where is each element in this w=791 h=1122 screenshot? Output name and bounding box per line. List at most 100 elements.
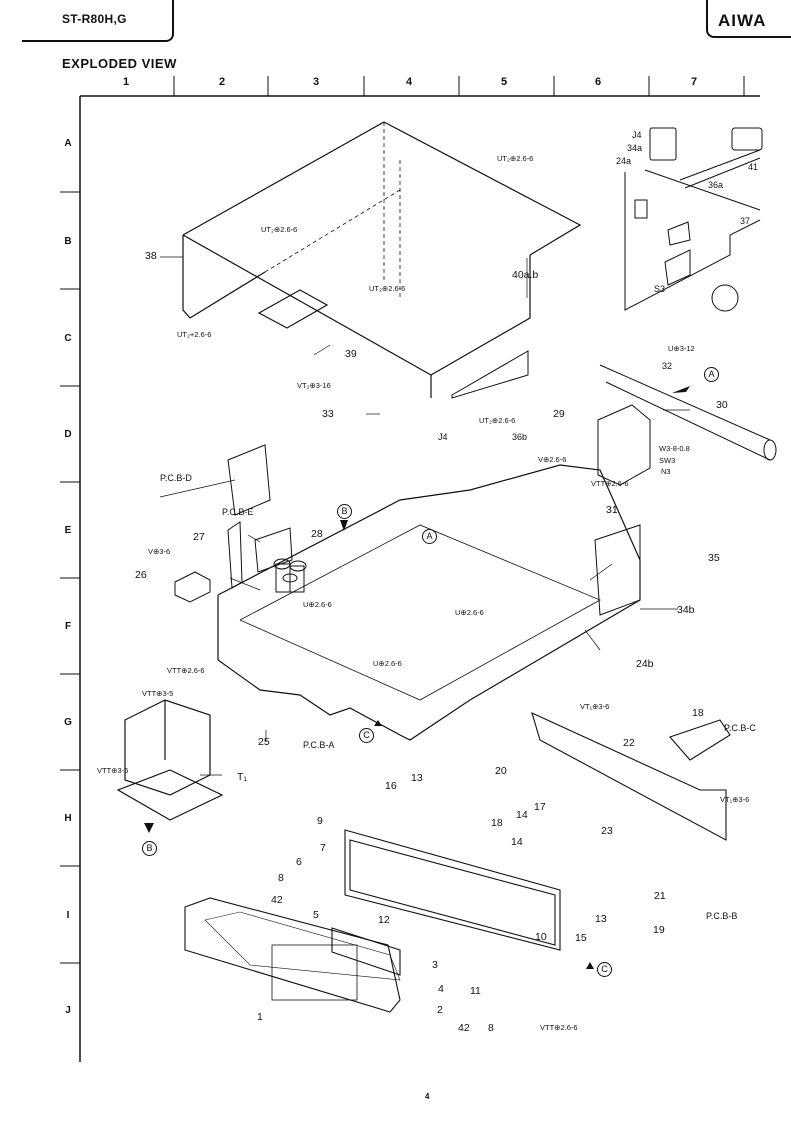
callout-14-right: 14 (516, 809, 528, 821)
arrow-b-top (340, 520, 348, 531)
callout-1: 1 (257, 1011, 263, 1023)
callout-13-left: 13 (411, 772, 423, 784)
bracket-29-and-shaft-30 (597, 364, 777, 486)
screw-spec-10: V⊕3-6 (148, 547, 171, 556)
transformer-t1 (116, 699, 224, 821)
callout-21: 21 (654, 890, 666, 902)
brand-tab: AIWA (706, 0, 791, 38)
callout-34b: 34b (677, 604, 695, 616)
callout-9: 9 (317, 815, 323, 827)
callout-37: 37 (740, 216, 751, 226)
part-26 (174, 571, 211, 603)
callout-26: 26 (135, 569, 147, 581)
callout-28: 28 (311, 528, 323, 540)
screw-spec-15: U⊕2.6-6 (373, 659, 402, 668)
callout-5: 5 (313, 909, 319, 921)
callout-36a: 36a (708, 180, 724, 190)
column-dividers (173, 76, 745, 96)
capacitors (273, 558, 307, 593)
callout-27: 27 (193, 531, 205, 543)
arrow-c-top (374, 720, 382, 726)
callout-15: 15 (575, 932, 587, 944)
callout-29: 29 (553, 408, 565, 420)
callout-42-right: 42 (458, 1022, 470, 1034)
callout-40ab: 40a.b (512, 269, 539, 281)
grid-col-6: 6 (594, 76, 602, 88)
callout-pcb-b: P.C.B-B (706, 911, 738, 921)
pcb-d (227, 444, 271, 516)
callout-42-left: 42 (271, 894, 283, 906)
callout-8-right: 8 (488, 1022, 494, 1034)
callout-j4-mid: J4 (438, 432, 448, 442)
callout-nut-n3: N3 (661, 467, 671, 476)
callout-7: 7 (320, 842, 326, 854)
grid-col-1: 1 (122, 76, 130, 88)
callout-34a: 34a (627, 143, 643, 153)
screw-spec-17: VT₁⊕3-6 (580, 702, 610, 711)
callout-pcb-a: P.C.B-A (303, 740, 335, 750)
callout-pcb-e: P.C.B-E (222, 507, 254, 517)
screw-spec-11: U⊕2.6-6 (303, 600, 332, 609)
grid-col-3: 3 (312, 76, 320, 88)
callout-pcb-d: P.C.B-D (160, 473, 192, 483)
screw-spec-3: UT₂⊕2.6-6 (369, 284, 406, 293)
page-number: 4 (425, 1092, 430, 1101)
callout-16: 16 (385, 780, 397, 792)
pcb-b-assembly (531, 711, 731, 841)
rear-panel-24a (624, 149, 761, 311)
marker-a-right: A (704, 367, 719, 382)
callout-s3: S3 (654, 284, 666, 294)
callout-30: 30 (716, 399, 728, 411)
callout-19: 19 (653, 924, 665, 936)
callout-31: 31 (606, 504, 618, 516)
callout-39: 39 (345, 348, 357, 360)
grid-col-2: 2 (218, 76, 226, 88)
grid-row-j: J (65, 1005, 71, 1016)
ac-socket-j4-top (649, 127, 677, 161)
marker-a-center: A (422, 529, 437, 544)
callout-38: 38 (145, 250, 157, 262)
callout-8-left: 8 (278, 872, 284, 884)
marker-c-top: C (359, 728, 374, 743)
marker-b-bottom: B (142, 841, 157, 856)
pcb-e (254, 527, 293, 573)
callout-t1: T₁ (237, 771, 247, 783)
callout-washer-w3: W3-8-0.8 (659, 444, 690, 453)
callout-3: 3 (432, 959, 438, 971)
screw-spec-6: VT₂⊕3-16 (297, 381, 331, 390)
callout-6: 6 (296, 856, 302, 868)
screw-spec-19: VTT⊕2.6-6 (540, 1023, 578, 1032)
callout-24a: 24a (616, 156, 632, 166)
cabinet-part-38 (182, 121, 582, 399)
arrow-b-bottom (144, 823, 154, 833)
arrow-c-bottom (586, 962, 594, 969)
callout-j4-top: J4 (632, 130, 642, 140)
callout-20: 20 (495, 765, 507, 777)
grid-row-f: F (64, 621, 72, 632)
screw-spec-14: VTT⊕3-5 (142, 689, 174, 698)
screw-spec-8: V⊕2.6-6 (538, 455, 567, 464)
grid-row-a: A (64, 138, 72, 149)
grid-row-d: D (64, 429, 72, 440)
callout-spring-washer-sw3: SW3 (659, 456, 676, 465)
callout-22: 22 (623, 737, 635, 749)
screw-spec-7: UT₂⊕2.6-6 (479, 416, 516, 425)
grid-row-b: B (64, 236, 72, 247)
chassis-pcb-a (217, 464, 641, 741)
grid-row-g: G (64, 717, 72, 728)
callout-2: 2 (437, 1004, 443, 1016)
callout-18-bottom: 18 (491, 817, 503, 829)
voltage-selector-s3 (711, 284, 739, 312)
grid-row-i: I (66, 910, 70, 921)
grid-row-h: H (64, 813, 72, 824)
callout-25: 25 (258, 736, 270, 748)
front-assembly (184, 829, 561, 1013)
arrow-a (672, 386, 690, 393)
bracket-27 (227, 521, 243, 589)
screw-spec-5: U⊕3-12 (668, 344, 695, 353)
marker-c-bottom: C (597, 962, 612, 977)
callout-12: 12 (378, 914, 390, 926)
callout-17: 17 (534, 801, 546, 813)
callout-11: 11 (470, 985, 481, 997)
grid-row-e: E (64, 525, 72, 536)
